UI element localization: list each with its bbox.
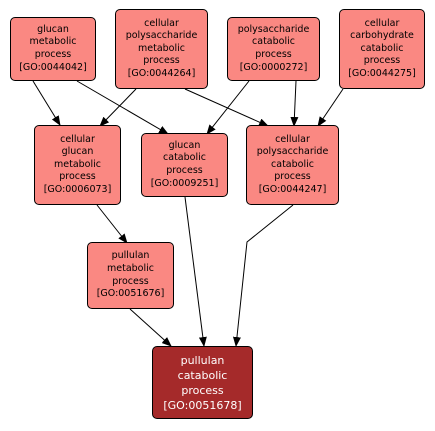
node-line: pullulan: [180, 353, 225, 367]
edge-0009251-0051678: [184, 196, 207, 347]
node-line: metabolic: [29, 36, 77, 48]
node-go0006073[interactable]: cellular glucan metabolic process [GO:00…: [34, 125, 121, 205]
node-line: process: [59, 171, 96, 183]
node-go-id: [GO:0044247]: [258, 183, 327, 195]
node-line: metabolic: [54, 158, 101, 170]
node-line: process: [255, 49, 292, 60]
edge-0044264-0044247: [184, 88, 269, 127]
node-go-id: [GO:0051678]: [163, 398, 242, 412]
node-line: process: [166, 165, 203, 176]
node-line: process: [112, 275, 149, 287]
node-line: polysaccharide: [256, 146, 329, 158]
edge-0000272-0044247: [290, 80, 299, 127]
node-line: glucan: [37, 23, 69, 35]
node-line: catabolic: [271, 158, 314, 170]
edge-0044042-0009251: [76, 80, 169, 135]
node-line: process: [181, 383, 224, 397]
node-line: pullulan: [111, 250, 150, 262]
node-line: catabolic: [252, 36, 295, 48]
node-line: polysaccharide: [125, 30, 198, 42]
node-go0044042[interactable]: glucan metabolic process [GO:0044042]: [10, 17, 96, 81]
node-line: cellular: [275, 133, 310, 145]
node-go0051678[interactable]: pullulan catabolic process [GO:0051678]: [152, 346, 253, 419]
node-line: carbohydrate: [350, 30, 414, 42]
edge-0000272-0009251: [206, 80, 250, 135]
edge-0044247-0051678: [232, 204, 294, 347]
node-go-id: [GO:0000272]: [239, 61, 308, 73]
node-go-id: [GO:0044264]: [127, 67, 196, 79]
edge-0006073-0051676: [96, 204, 128, 244]
node-go0009251[interactable]: glucan catabolic process [GO:0009251]: [141, 133, 228, 197]
node-line: process: [143, 55, 180, 67]
node-line: cellular: [60, 133, 95, 145]
node-go-id: [GO:0044275]: [348, 67, 416, 79]
node-go-id: [GO:0044042]: [19, 61, 87, 73]
node-line: process: [363, 55, 401, 67]
node-line: process: [34, 49, 72, 60]
node-go0044264[interactable]: cellular polysaccharide metabolic proces…: [115, 9, 208, 89]
edge-0051676-0051678: [129, 308, 172, 347]
node-line: cellular: [144, 17, 179, 29]
node-line: glucan: [168, 139, 201, 151]
edge-0044042-0006073: [32, 80, 61, 126]
node-go0044247[interactable]: cellular polysaccharide catabolic proces…: [246, 125, 339, 205]
node-go0000272[interactable]: polysaccharide catabolic process [GO:000…: [227, 17, 320, 81]
node-line: catabolic: [360, 42, 404, 54]
edge-0044275-0044247: [317, 88, 344, 127]
node-go0044275[interactable]: cellular carbohydrate catabolic process …: [339, 9, 425, 89]
node-line: polysaccharide: [237, 23, 310, 35]
node-go0051676[interactable]: pullulan metabolic process [GO:0051676]: [87, 242, 174, 309]
node-go-id: [GO:0051676]: [96, 288, 165, 300]
edge-0044264-0006073: [99, 88, 137, 127]
node-go-id: [GO:0006073]: [43, 183, 112, 195]
node-line: cellular: [364, 17, 400, 29]
node-line: process: [274, 171, 311, 183]
node-line: glucan: [61, 146, 94, 158]
node-line: catabolic: [163, 152, 206, 164]
node-line: catabolic: [177, 368, 228, 382]
node-go-id: [GO:0009251]: [150, 177, 219, 189]
node-line: metabolic: [138, 42, 185, 54]
node-line: metabolic: [107, 262, 154, 274]
